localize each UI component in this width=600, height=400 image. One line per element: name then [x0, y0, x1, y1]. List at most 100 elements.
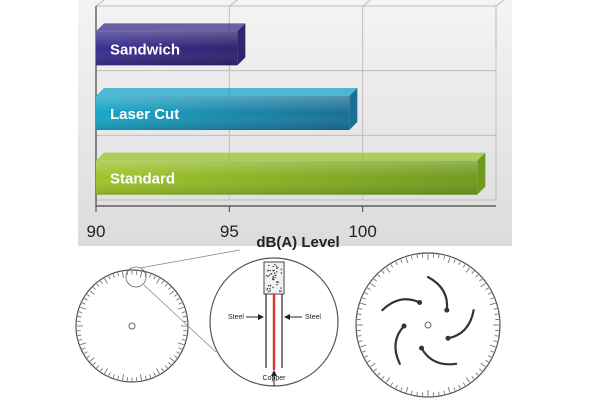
- arbor-hole-left: [128, 322, 136, 330]
- rim-segment-mark: [390, 382, 394, 386]
- segment-dot: [274, 274, 277, 276]
- slot-end-hole: [444, 307, 450, 313]
- rim-segment-mark: [173, 294, 178, 297]
- rim-segment-mark: [177, 306, 184, 310]
- rim-segment-mark: [100, 280, 103, 285]
- segment-dot: [268, 264, 270, 267]
- rim-segment-mark: [104, 278, 108, 284]
- rim-segment-mark: [443, 255, 445, 260]
- rim-segment-mark: [405, 386, 409, 393]
- bar-shading: [96, 160, 478, 195]
- bar-label: Laser Cut: [110, 106, 179, 123]
- segment-dot: [276, 281, 278, 283]
- copper-label: Copper: [263, 375, 287, 382]
- rim-segment-mark: [370, 362, 376, 368]
- rim-segment-mark: [177, 342, 184, 346]
- laminated-core-inset: Steel Steel Copper: [209, 257, 339, 387]
- rim-segment-mark: [122, 271, 124, 278]
- zoom-connector-top: [139, 249, 241, 269]
- rim-segment-mark: [140, 271, 142, 278]
- blade-outline-left: [75, 269, 189, 383]
- rim-segment-mark: [78, 311, 83, 314]
- zoom-marker-circle: [125, 266, 147, 288]
- segment-dot: [274, 272, 276, 274]
- rim-segment-mark: [395, 384, 398, 389]
- rim-segment-mark: [485, 359, 489, 363]
- laser-slot: [381, 298, 421, 312]
- x-tick-label: 100: [348, 222, 376, 241]
- rim-segment-mark: [182, 316, 187, 318]
- rim-segment-mark: [173, 355, 178, 358]
- segment-dot: [274, 276, 276, 279]
- rim-segment-mark: [84, 351, 88, 354]
- rim-segment-mark: [164, 283, 168, 287]
- laser-cut-slots: [381, 275, 475, 366]
- segment-dot: [275, 265, 278, 267]
- rim-segment-mark: [411, 255, 413, 260]
- steel-right-arrowhead: [284, 314, 290, 320]
- slot-end-hole: [419, 345, 425, 351]
- bar-label: Sandwich: [110, 41, 180, 58]
- rim-segment-mark: [144, 375, 147, 380]
- segment-dot: [268, 290, 270, 293]
- rim-segment-mark: [140, 374, 142, 381]
- segment-dot: [269, 284, 272, 287]
- laser-slot: [446, 309, 475, 340]
- grid-line-depth: [362, 0, 371, 7]
- segment-texture: [266, 263, 282, 293]
- segment-dot: [273, 279, 275, 281]
- rim-segment-mark: [169, 290, 175, 295]
- bar-shading: [96, 96, 350, 130]
- bar-top-face: [96, 23, 246, 32]
- rim-segment-mark: [490, 350, 494, 353]
- segment-dot: [267, 269, 269, 271]
- rim-segment-mark: [416, 391, 418, 396]
- rim-segment-mark: [80, 306, 87, 310]
- blade-segments-right: [357, 254, 499, 396]
- x-tick-label: 90: [87, 222, 106, 241]
- rim-segment-mark: [458, 261, 461, 266]
- rim-segment-mark: [479, 278, 483, 282]
- rim-segment-mark: [377, 274, 381, 278]
- segment-dot: [280, 290, 282, 292]
- rim-segment-mark: [122, 374, 124, 381]
- segment-dot: [266, 289, 268, 291]
- segment-dot: [272, 277, 274, 279]
- rim-segment-mark: [438, 391, 440, 396]
- rim-segment-mark: [471, 376, 475, 380]
- rim-segment-mark: [479, 368, 483, 372]
- rim-segment-mark: [92, 362, 96, 366]
- blade-outline-right: [355, 252, 501, 398]
- segment-dot: [267, 275, 269, 278]
- segment-dot: [272, 278, 274, 281]
- rim-segment-mark: [367, 359, 371, 363]
- rim-segment-mark: [485, 287, 489, 291]
- bar-top-face: [96, 152, 486, 161]
- slot-end-hole: [445, 335, 451, 341]
- rim-segment-mark: [164, 365, 168, 369]
- segment-dot: [277, 281, 279, 283]
- rim-segment-mark: [156, 278, 160, 284]
- rim-segment-mark: [169, 357, 175, 362]
- rim-segment-mark: [178, 347, 183, 350]
- rim-segment-mark: [405, 257, 409, 264]
- rim-segment-mark: [458, 384, 461, 389]
- grid-line-depth: [495, 0, 505, 7]
- bar-end-face: [349, 88, 358, 130]
- rim-segment-mark: [81, 302, 86, 305]
- rim-segment-mark: [400, 259, 403, 263]
- laser-slot: [394, 324, 406, 365]
- segment-dot: [268, 274, 271, 276]
- rim-segment-mark: [358, 308, 363, 310]
- rim-segment-mark: [360, 344, 367, 348]
- rim-segment-mark: [149, 274, 152, 278]
- rim-segment-mark: [480, 282, 486, 288]
- rim-segment-mark: [377, 372, 381, 376]
- rim-segment-mark: [108, 275, 111, 280]
- arbor-hole-right: [424, 321, 432, 329]
- rim-segment-mark: [494, 335, 499, 337]
- rim-segment-mark: [161, 280, 164, 285]
